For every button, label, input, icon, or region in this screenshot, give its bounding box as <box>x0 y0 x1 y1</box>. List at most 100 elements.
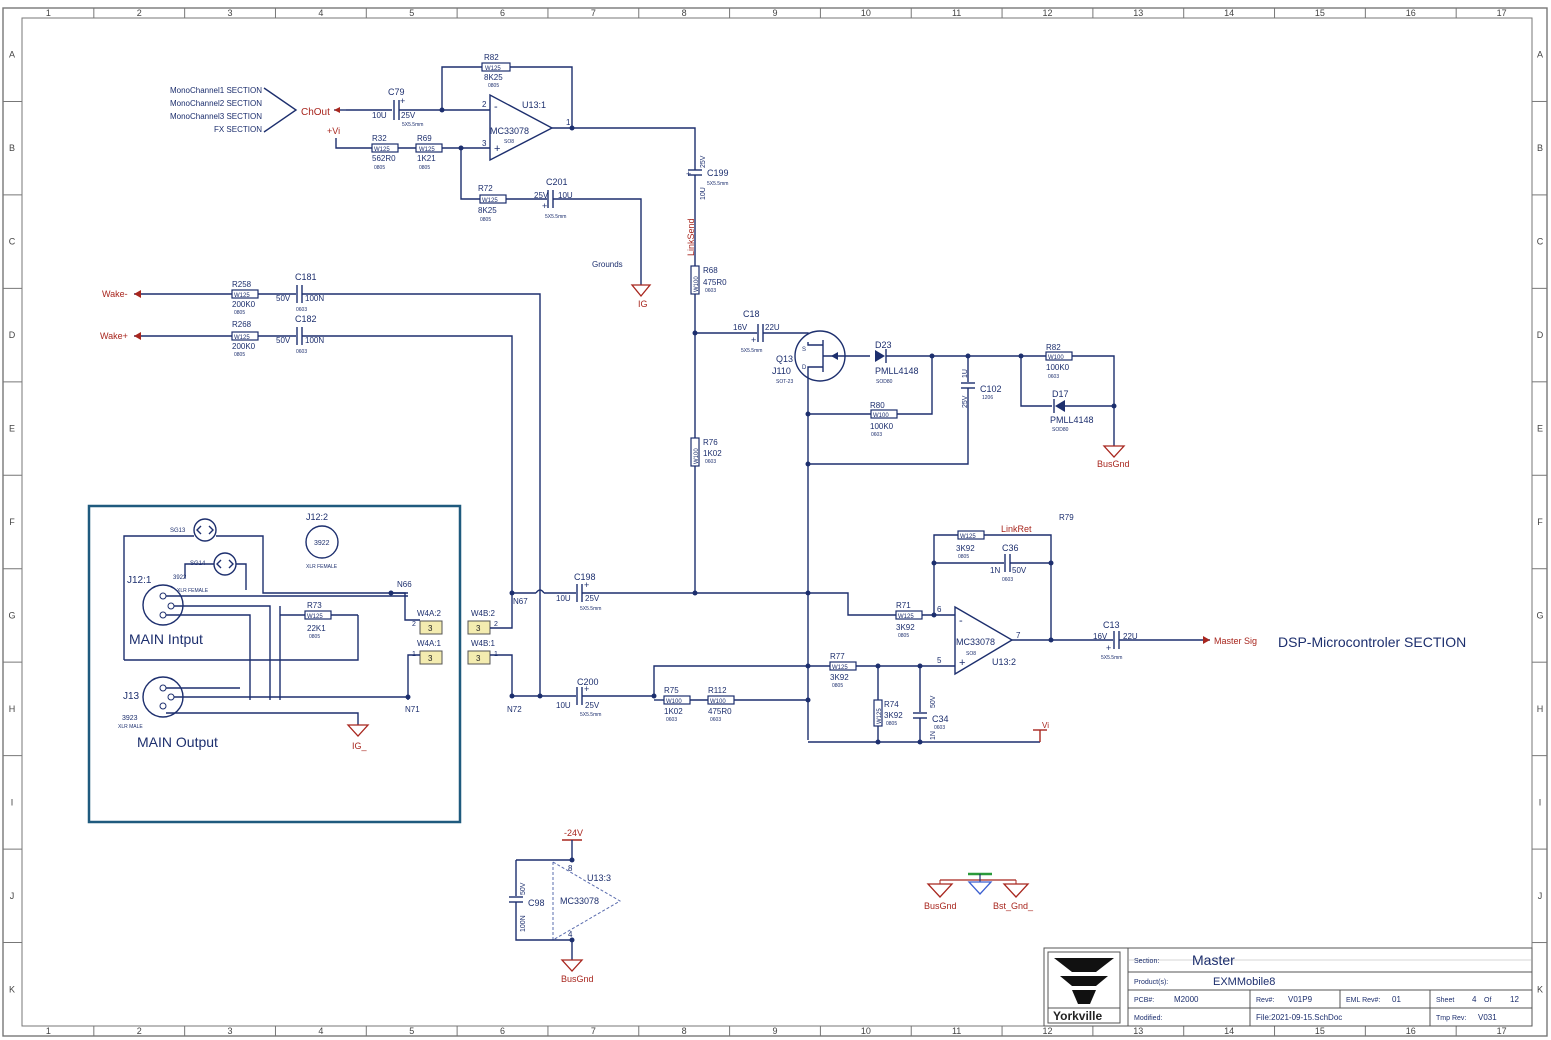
svg-text:C201: C201 <box>546 177 568 187</box>
border-label: B <box>1537 143 1543 153</box>
border-label: 3 <box>228 8 233 18</box>
svg-text:Product(s):: Product(s): <box>1134 979 1168 986</box>
svg-text:0603: 0603 <box>666 717 677 723</box>
svg-text:50V: 50V <box>1012 566 1027 575</box>
d17-diode <box>1055 400 1065 412</box>
svg-text:R75: R75 <box>664 686 679 695</box>
svg-text:U13:3: U13:3 <box>587 873 611 883</box>
svg-text:+: + <box>584 580 589 590</box>
border-label: 15 <box>1315 8 1325 18</box>
j12-2-connector <box>305 525 339 559</box>
svg-text:3922: 3922 <box>314 540 330 547</box>
d23-diode <box>875 350 885 362</box>
svg-text:M2000: M2000 <box>1174 995 1199 1004</box>
dsp-section-label: DSP-Microcontroler SECTION <box>1278 634 1466 650</box>
svg-text:2: 2 <box>494 621 498 628</box>
r82a-ref: R82 <box>484 53 499 62</box>
border-label: 6 <box>500 8 505 18</box>
svg-text:C182: C182 <box>295 314 317 324</box>
outer-border <box>2 7 1548 1037</box>
svg-text:+: + <box>494 143 500 155</box>
border-label: 10 <box>861 8 871 18</box>
net-label-n71: N71 <box>405 705 420 714</box>
svg-text:W100: W100 <box>694 448 700 464</box>
border-label: B <box>9 143 15 153</box>
svg-text:R69: R69 <box>417 134 432 143</box>
svg-text:J13: J13 <box>123 691 140 702</box>
border-label: A <box>9 50 15 60</box>
svg-text:R268: R268 <box>232 320 252 329</box>
svg-text:1K02: 1K02 <box>664 707 683 716</box>
border-label: I <box>1539 797 1542 807</box>
border-label: 2 <box>137 1026 142 1036</box>
net-label-busgnd: BusGnd <box>1097 459 1130 469</box>
master-sig-arrow-icon <box>1203 636 1210 644</box>
svg-text:W125: W125 <box>832 665 848 671</box>
svg-text:100K0: 100K0 <box>1046 363 1070 372</box>
w4a1-jumper <box>419 650 443 665</box>
svg-text:3922: 3922 <box>173 575 187 581</box>
svg-text:0603: 0603 <box>1002 577 1013 583</box>
svg-text:50V: 50V <box>276 336 291 345</box>
svg-text:U13:2: U13:2 <box>992 657 1016 667</box>
svg-text:Modified:: Modified: <box>1134 1015 1162 1022</box>
svg-text:SOD80: SOD80 <box>1052 427 1069 433</box>
svg-text:+: + <box>584 684 589 694</box>
svg-text:3: 3 <box>476 654 481 663</box>
border-label: 9 <box>772 8 777 18</box>
svg-text:W125: W125 <box>898 614 914 620</box>
border-label: 5 <box>409 1026 414 1036</box>
svg-text:R73: R73 <box>307 601 322 610</box>
svg-text:5X5.5mm: 5X5.5mm <box>1101 655 1122 661</box>
w4a2-jumper <box>419 620 443 635</box>
main-io-box <box>87 504 462 824</box>
u13-1-part: MC33078 <box>490 126 529 136</box>
svg-text:W100: W100 <box>666 699 682 705</box>
svg-text:W125: W125 <box>234 293 250 299</box>
net-label-ig: IG <box>638 299 648 309</box>
svg-text:R79: R79 <box>1059 513 1074 522</box>
svg-text:R71: R71 <box>896 601 911 610</box>
svg-text:8K25: 8K25 <box>478 206 497 215</box>
c79-v1: 10U <box>372 111 387 120</box>
svg-text:22U: 22U <box>765 323 780 332</box>
svg-text:0805: 0805 <box>832 683 843 689</box>
border-label: K <box>9 984 15 994</box>
net-label-linksend: LinkSend <box>686 218 696 256</box>
svg-text:W100: W100 <box>694 276 700 292</box>
border-label: 10 <box>861 1026 871 1036</box>
border-label: I <box>11 797 14 807</box>
inner-border <box>21 17 1533 1027</box>
c79-ref: C79 <box>388 87 405 97</box>
svg-text:0603: 0603 <box>710 717 721 723</box>
yorkville-logo: Yorkville <box>1047 951 1121 1024</box>
svg-text:C34: C34 <box>932 714 949 724</box>
border-label: 17 <box>1497 8 1507 18</box>
svg-text:Rev#:: Rev#: <box>1256 997 1274 1004</box>
border-label: F <box>1537 517 1543 527</box>
border-label: E <box>9 424 15 434</box>
svg-text:W125: W125 <box>419 147 435 153</box>
u13-1-pin1: 1 <box>566 118 571 127</box>
svg-text:1K21: 1K21 <box>417 154 436 163</box>
border-label: 14 <box>1224 8 1234 18</box>
net-label-chout: ChOut <box>301 107 330 118</box>
svg-text:50V: 50V <box>930 695 937 708</box>
svg-text:562R0: 562R0 <box>372 154 396 163</box>
svg-text:D23: D23 <box>875 340 892 350</box>
svg-text:Q13: Q13 <box>776 354 793 364</box>
svg-text:-: - <box>959 615 963 627</box>
svg-text:D: D <box>802 365 807 371</box>
svg-text:R72: R72 <box>478 184 493 193</box>
border-grid-ticks <box>3 8 1547 1036</box>
svg-text:C198: C198 <box>574 572 596 582</box>
svg-text:4: 4 <box>568 930 573 939</box>
svg-text:Of: Of <box>1484 997 1491 1004</box>
svg-text:16V: 16V <box>1093 632 1108 641</box>
svg-text:XLR FEMALE: XLR FEMALE <box>177 588 209 594</box>
border-label: A <box>1537 50 1543 60</box>
svg-text:V01P9: V01P9 <box>1288 995 1313 1004</box>
border-label: D <box>9 330 16 340</box>
svg-text:25V: 25V <box>962 395 969 408</box>
svg-text:Sheet: Sheet <box>1436 997 1454 1004</box>
